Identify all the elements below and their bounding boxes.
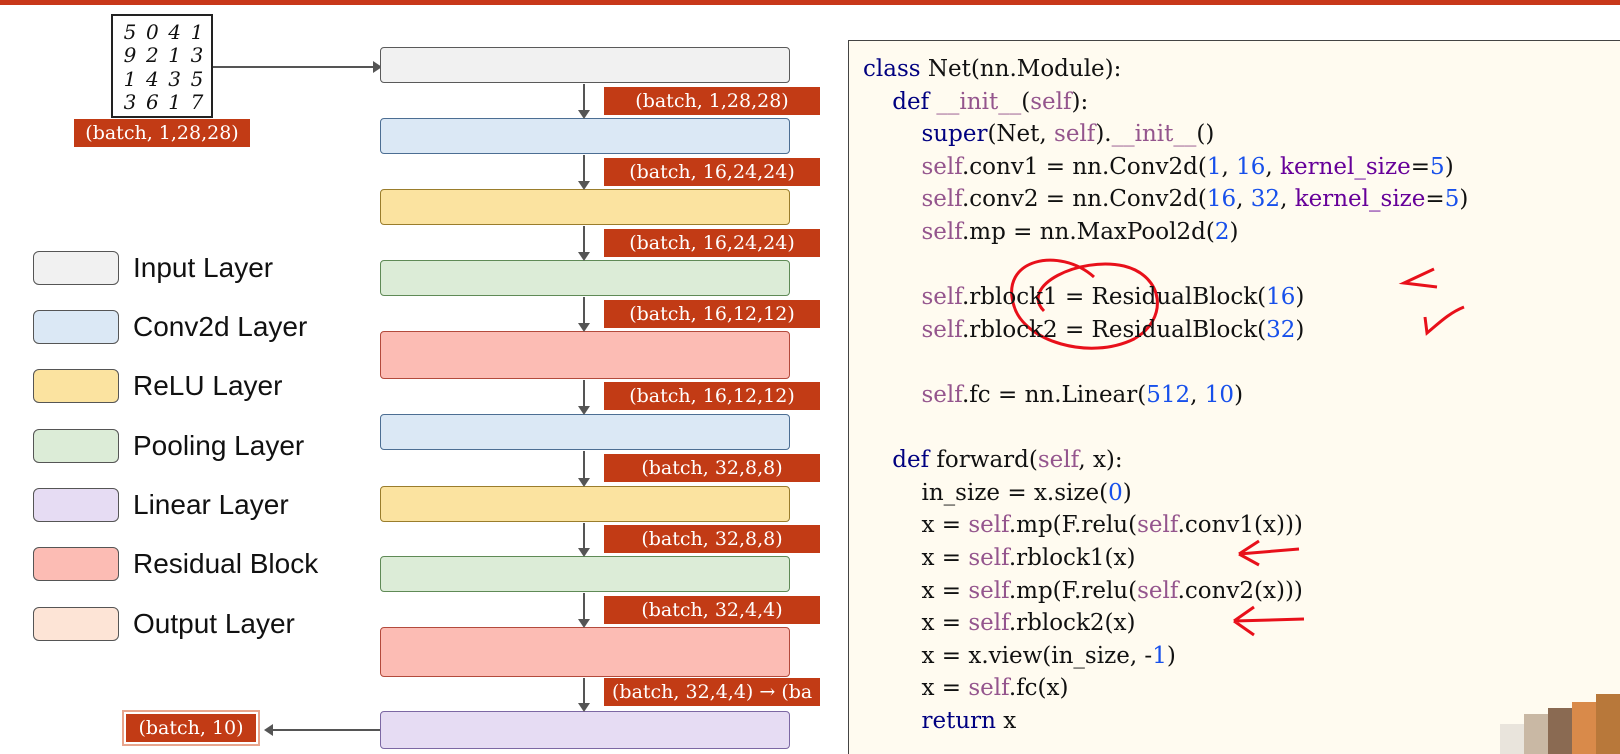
dimension-label: (batch, 32,8,8) xyxy=(604,525,820,553)
legend-swatch xyxy=(33,251,119,285)
legend-swatch xyxy=(33,607,119,641)
code-line: self.mp = nn.MaxPool2d(2) xyxy=(921,219,1239,245)
code-line: super(Net, self).__init__() xyxy=(921,121,1215,148)
legend-swatch xyxy=(33,488,119,522)
top-accent-bar xyxy=(0,0,1620,5)
legend-label: ReLU Layer xyxy=(133,370,283,401)
relu2-layer-box xyxy=(380,486,790,522)
conv1-layer-box xyxy=(380,118,790,154)
flow-arrow xyxy=(578,593,590,628)
code-line: return x xyxy=(921,708,1017,734)
rblock1-arrow-annotation xyxy=(1398,267,1438,289)
legend-swatch xyxy=(33,547,119,581)
handwritten-digit: 5 xyxy=(190,66,204,91)
handwritten-digit: 3 xyxy=(123,90,137,115)
handwritten-digit: 0 xyxy=(145,19,159,44)
code-line: self.conv1 = nn.Conv2d(1, 16, kernel_siz… xyxy=(921,153,1454,180)
code-line: x = self.rblock2(x) xyxy=(863,610,1136,637)
legend-label: Input Layer xyxy=(133,252,274,283)
conv2-layer-box xyxy=(380,414,790,450)
legend-label: Residual Block xyxy=(133,548,319,579)
handwritten-digit: 3 xyxy=(190,43,204,68)
output-shape-label: (batch, 10) xyxy=(122,710,260,746)
handwritten-digit: 6 xyxy=(145,90,159,115)
legend-swatch xyxy=(33,310,119,344)
pool1-layer-box xyxy=(380,260,790,296)
legend-label: Linear Layer xyxy=(133,489,289,520)
input-arrow xyxy=(213,61,382,73)
handwritten-digit: 5 xyxy=(123,19,137,44)
flow-arrow xyxy=(578,523,590,557)
code-line: self.rblock1 = ResidualBlock(16) xyxy=(921,284,1305,311)
flow-arrow xyxy=(578,155,590,190)
legend-item-output: Output Layer xyxy=(33,606,353,642)
flow-arrow xyxy=(578,297,590,332)
flow-arrow xyxy=(578,226,590,261)
legend-item-residual: Residual Block xyxy=(33,546,353,582)
dimension-label: (batch, 16,12,12) xyxy=(604,300,820,328)
dimension-label: (batch, 32,4,4) → (ba xyxy=(604,678,820,706)
code-line: x = self.mp(F.relu(self.conv1(x))) xyxy=(863,512,1303,539)
input-shape-label: (batch, 1,28,28) xyxy=(74,119,250,147)
handwritten-digit: 2 xyxy=(145,43,159,68)
handwritten-digit: 3 xyxy=(168,66,182,91)
relu1-layer-box xyxy=(380,189,790,225)
legend-swatch xyxy=(33,369,119,403)
handwritten-digit: 1 xyxy=(123,66,137,91)
handwritten-digit: 1 xyxy=(190,19,204,44)
forward-rblock2-arrow-annotation xyxy=(1233,605,1305,637)
legend-item-pooling: Pooling Layer xyxy=(33,428,353,464)
code-line: self.rblock2 = ResidualBlock(32) xyxy=(921,316,1305,343)
blurred-overlay xyxy=(1500,694,1620,754)
flow-arrow xyxy=(578,380,590,415)
handwritten-digit: 1 xyxy=(168,90,182,115)
pool2-layer-box xyxy=(380,556,790,592)
legend-label: Pooling Layer xyxy=(133,430,305,461)
code-line: self.conv2 = nn.Conv2d(16, 32, kernel_si… xyxy=(921,186,1469,213)
code-panel: class Net(nn.Module): def __init__(self)… xyxy=(848,40,1620,754)
flow-arrow xyxy=(578,84,590,119)
code-line: class Net(nn.Module): xyxy=(863,56,1122,82)
code-line: self.fc = nn.Linear(512, 10) xyxy=(921,382,1244,408)
handwritten-digit: 7 xyxy=(190,90,204,115)
dimension-label: (batch, 16,24,24) xyxy=(604,229,820,257)
legend-label: Conv2d Layer xyxy=(133,311,308,342)
handwritten-digit: 4 xyxy=(168,19,182,44)
legend-item-conv2d: Conv2d Layer xyxy=(33,309,353,345)
dimension-label: (batch, 16,12,12) xyxy=(604,382,820,410)
dimension-label: (batch, 32,8,8) xyxy=(604,454,820,482)
linear-layer-box xyxy=(380,711,790,749)
code-line: x = self.mp(F.relu(self.conv2(x))) xyxy=(863,577,1303,604)
flow-arrow xyxy=(578,451,590,487)
handwritten-digit: 9 xyxy=(123,43,137,68)
rblock2-arrow-annotation xyxy=(1423,305,1465,336)
legend-item-relu: ReLU Layer xyxy=(33,368,353,404)
dimension-label: (batch, 32,4,4) xyxy=(604,596,820,624)
handwritten-digit: 1 xyxy=(168,43,182,68)
flow-arrow xyxy=(578,678,590,712)
code-line: x = self.fc(x) xyxy=(863,675,1069,702)
residual1-block-box xyxy=(380,331,790,379)
legend-item-linear: Linear Layer xyxy=(33,487,353,523)
dimension-label: (batch, 1,28,28) xyxy=(604,87,820,115)
code-line: def __init__(self): xyxy=(892,88,1089,115)
output-arrow xyxy=(264,724,380,736)
legend-item-input: Input Layer xyxy=(33,250,353,286)
code-line: in_size = x.size(0) xyxy=(863,479,1132,506)
dimension-label: (batch, 16,24,24) xyxy=(604,158,820,186)
input-layer-box xyxy=(380,47,790,83)
handwritten-digit: 4 xyxy=(145,66,159,91)
residual2-block-box xyxy=(380,627,790,677)
legend-swatch xyxy=(33,429,119,463)
code-line: x = x.view(in_size, -1) xyxy=(863,642,1176,669)
code-line: def forward(self, x): xyxy=(892,447,1123,474)
legend-label: Output Layer xyxy=(133,608,295,639)
forward-rblock1-arrow-annotation xyxy=(1238,539,1300,567)
code-line: x = self.rblock1(x) xyxy=(863,545,1136,571)
